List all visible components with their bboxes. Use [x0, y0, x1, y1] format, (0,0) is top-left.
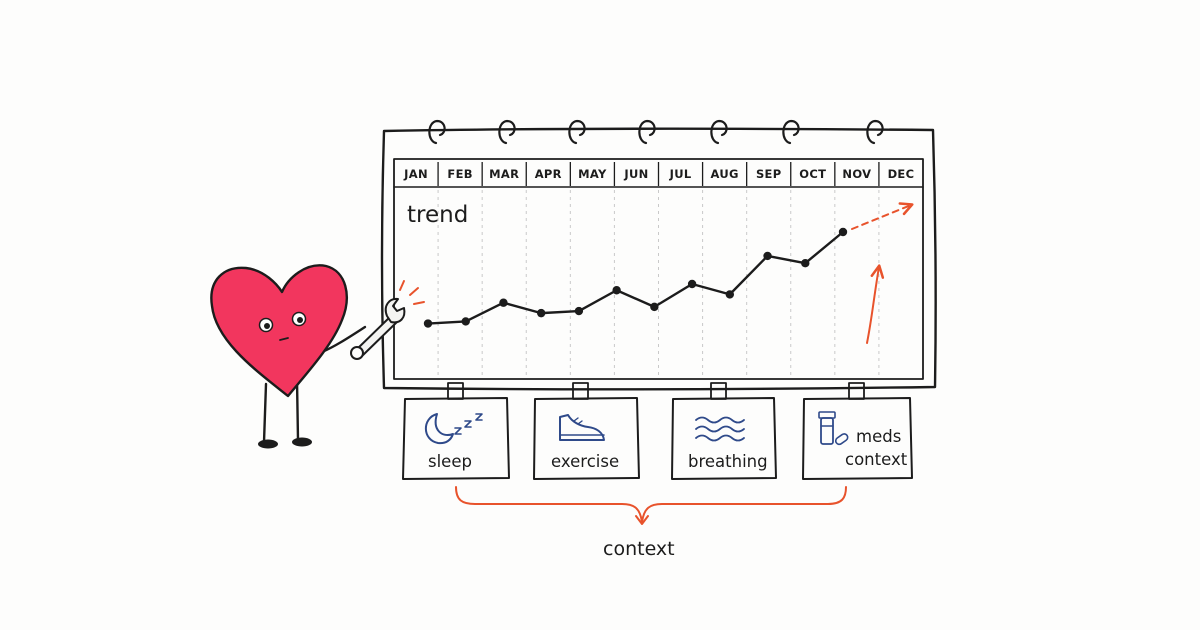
- forecast-dashed-arrow-icon: [851, 202, 914, 230]
- rising-curved-arrow-icon: [866, 264, 885, 344]
- month-label-jan: JAN: [403, 167, 428, 181]
- calendar-frame: [380, 127, 937, 391]
- month-label-mar: MAR: [489, 167, 519, 181]
- card-meds-context: meds context: [802, 397, 913, 480]
- card-clip: [710, 382, 727, 400]
- card-sleep: sleep: [402, 397, 510, 480]
- heart-mascot: [210, 264, 425, 449]
- card-breathing: breathing: [671, 397, 777, 480]
- sneaker-icon: [559, 414, 605, 441]
- trend-point-10: [763, 251, 772, 261]
- trend-point-12: [838, 227, 848, 237]
- trend-point-8: [687, 279, 697, 289]
- card-clip: [572, 382, 589, 400]
- left-shoe: [258, 439, 278, 449]
- trend-point-5: [574, 306, 584, 316]
- card-label-meds: meds: [856, 427, 901, 446]
- context-cards: sleep exercise breathing: [402, 382, 913, 480]
- card-label-exercise: exercise: [551, 452, 619, 471]
- right-shoe: [292, 437, 312, 447]
- trend-point-1: [423, 319, 433, 328]
- trend-point-11: [801, 259, 810, 268]
- binder-ring-7: [866, 119, 884, 145]
- month-label-jun: JUN: [623, 167, 648, 181]
- card-label-breathing: breathing: [688, 452, 768, 471]
- heart-body: [210, 264, 348, 398]
- trend-title: trend: [407, 202, 468, 228]
- card-label-sleep: sleep: [428, 452, 472, 471]
- trend-point-7: [650, 302, 659, 312]
- binder-ring-4: [638, 119, 656, 145]
- trend-point-9: [725, 290, 735, 299]
- binder-ring-6: [782, 119, 800, 145]
- month-label-may: MAY: [578, 167, 607, 181]
- calendar-board: JAN FEB MAR APR MAY JUN JUL AUG SEP OCT NOV DEC tre…: [380, 119, 937, 391]
- context-brace: context: [455, 486, 847, 560]
- calendar-panel: [393, 158, 924, 380]
- card-label-context: context: [845, 450, 908, 469]
- month-label-aug: AUG: [711, 167, 739, 181]
- trend-point-3: [499, 298, 508, 307]
- trend-point-2: [461, 317, 470, 326]
- card-clip: [848, 382, 865, 400]
- moon-zzz-icon: [424, 413, 483, 445]
- wrench-icon: [350, 297, 406, 360]
- trend-line: [426, 230, 845, 325]
- month-header: JAN FEB MAR APR MAY JUN JUL AUG SEP OCT NOV DEC: [403, 162, 914, 186]
- month-label-feb: FEB: [447, 167, 472, 181]
- month-label-nov: NOV: [842, 167, 871, 181]
- binder-rings: [428, 119, 884, 145]
- month-gridlines: [437, 190, 880, 376]
- month-label-apr: APR: [535, 167, 562, 181]
- pill-bottle-icon: [818, 411, 849, 446]
- binder-ring-1: [428, 119, 446, 145]
- trend-point-4: [536, 308, 546, 318]
- trend-point-6: [612, 286, 621, 295]
- spark-marks-icon: [399, 280, 425, 305]
- context-label: context: [603, 538, 675, 560]
- binder-ring-2: [498, 119, 516, 145]
- card-exercise: exercise: [533, 397, 640, 480]
- card-clip: [447, 382, 464, 400]
- month-label-sep: SEP: [756, 167, 781, 181]
- trend-line-chart: [423, 227, 848, 328]
- binder-ring-3: [568, 119, 586, 145]
- month-label-dec: DEC: [888, 167, 915, 181]
- month-label-jul: JUL: [669, 167, 692, 181]
- month-label-oct: OCT: [799, 167, 826, 181]
- waves-icon: [695, 416, 745, 442]
- binder-ring-5: [710, 119, 728, 145]
